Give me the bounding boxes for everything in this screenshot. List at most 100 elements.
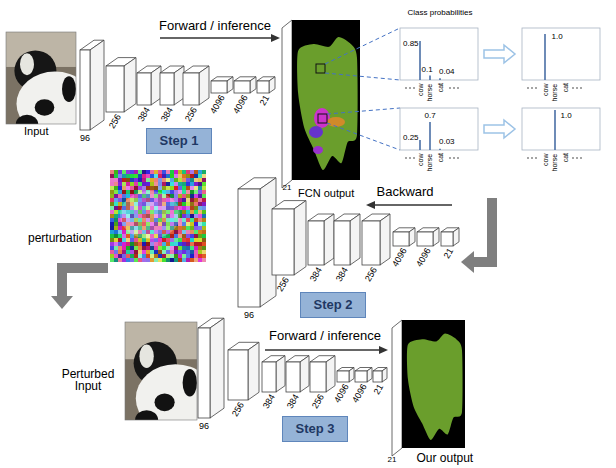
block-front — [257, 81, 269, 93]
ellipsis-dot — [409, 87, 411, 89]
noise-pixel — [122, 170, 126, 174]
noise-pixel — [158, 254, 162, 258]
block-side — [250, 77, 256, 93]
noise-pixel — [194, 246, 198, 250]
block-front — [234, 81, 250, 93]
noise-pixel — [186, 226, 190, 230]
noise-pixel — [126, 174, 130, 178]
step-box: Step 1 — [146, 128, 212, 154]
noise-pixel — [110, 178, 114, 182]
noise-pixel — [138, 178, 142, 182]
noise-pixel — [134, 254, 138, 258]
layer-size: 96 — [80, 134, 90, 143]
noise-pixel — [182, 218, 186, 222]
noise-pixel — [178, 226, 182, 230]
block-side — [124, 58, 136, 112]
noise-pixel — [174, 238, 178, 242]
noise-pixel — [178, 198, 182, 202]
noise-pixel — [162, 178, 166, 182]
block-side — [453, 228, 459, 246]
layer-block — [262, 356, 285, 392]
pixel-marker — [318, 114, 327, 123]
noise-pixel — [186, 230, 190, 234]
image-label: perturbation — [28, 232, 92, 245]
block-front — [262, 362, 276, 392]
layer-block — [137, 66, 161, 105]
noise-pixel — [194, 250, 198, 254]
noise-pixel — [194, 218, 198, 222]
noise-pixel — [138, 246, 142, 250]
noise-pixel — [114, 254, 118, 258]
noise-pixel — [130, 170, 134, 174]
arrow-label: Forward / inference — [159, 19, 271, 33]
noise-pixel — [186, 182, 190, 186]
noise-pixel — [114, 234, 118, 238]
noise-pixel — [182, 238, 186, 242]
noise-pixel — [190, 198, 194, 202]
noise-pixel — [122, 238, 126, 242]
noise-pixel — [190, 186, 194, 190]
noise-pixel — [182, 186, 186, 190]
noise-pixel — [194, 170, 198, 174]
segment-blob — [309, 126, 323, 138]
block-front — [272, 209, 294, 275]
noise-pixel — [170, 254, 174, 258]
noise-pixel — [178, 170, 182, 174]
noise-pixel — [138, 238, 142, 242]
noise-pixel — [166, 250, 170, 254]
noise-pixel — [194, 186, 198, 190]
image-label: Perturbed Input — [56, 368, 120, 393]
noise-pixel — [182, 226, 186, 230]
noise-pixel — [146, 246, 150, 250]
noise-pixel — [198, 206, 202, 210]
layer-block — [238, 178, 276, 307]
noise-pixel — [182, 170, 186, 174]
step-box: Step 2 — [300, 292, 366, 318]
noise-pixel — [170, 182, 174, 186]
arrow-label: Backward — [377, 185, 434, 199]
noise-pixel — [158, 242, 162, 246]
cow-patch — [20, 53, 34, 75]
noise-pixel — [194, 222, 198, 226]
image-label: Our output — [417, 452, 474, 465]
noise-pixel — [186, 198, 190, 202]
noise-pixel — [126, 238, 130, 242]
noise-pixel — [182, 202, 186, 206]
noise-pixel — [158, 182, 162, 186]
noise-pixel — [190, 194, 194, 198]
noise-pixel — [118, 186, 122, 190]
noise-pixel — [186, 254, 190, 258]
chart-frame — [400, 108, 478, 150]
block-side — [324, 214, 334, 265]
noise-pixel — [174, 246, 178, 250]
noise-pixel — [182, 194, 186, 198]
noise-pixel — [170, 186, 174, 190]
noise-pixel — [146, 170, 150, 174]
noise-pixel — [194, 174, 198, 178]
noise-pixel — [202, 238, 206, 242]
noise-pixel — [150, 242, 154, 246]
noise-pixel — [198, 250, 202, 254]
noise-pixel — [166, 258, 170, 262]
noise-pixel — [130, 238, 134, 242]
noise-pixel — [190, 174, 194, 178]
probability-bar — [439, 78, 441, 80]
noise-pixel — [126, 182, 130, 186]
block-side — [300, 356, 309, 392]
noise-pixel — [202, 214, 206, 218]
noise-pixel — [130, 258, 134, 262]
noise-pixel — [202, 218, 206, 222]
noise-shade — [120, 191, 180, 239]
noise-pixel — [130, 250, 134, 254]
noise-pixel — [110, 182, 114, 186]
noise-pixel — [178, 238, 182, 242]
noise-pixel — [186, 194, 190, 198]
noise-pixel — [186, 210, 190, 214]
noise-pixel — [190, 258, 194, 262]
layer-size: 384 — [136, 106, 152, 124]
ellipsis-dot — [580, 87, 582, 89]
noise-pixel — [162, 258, 166, 262]
noise-pixel — [122, 186, 126, 190]
layer-block — [198, 318, 224, 418]
